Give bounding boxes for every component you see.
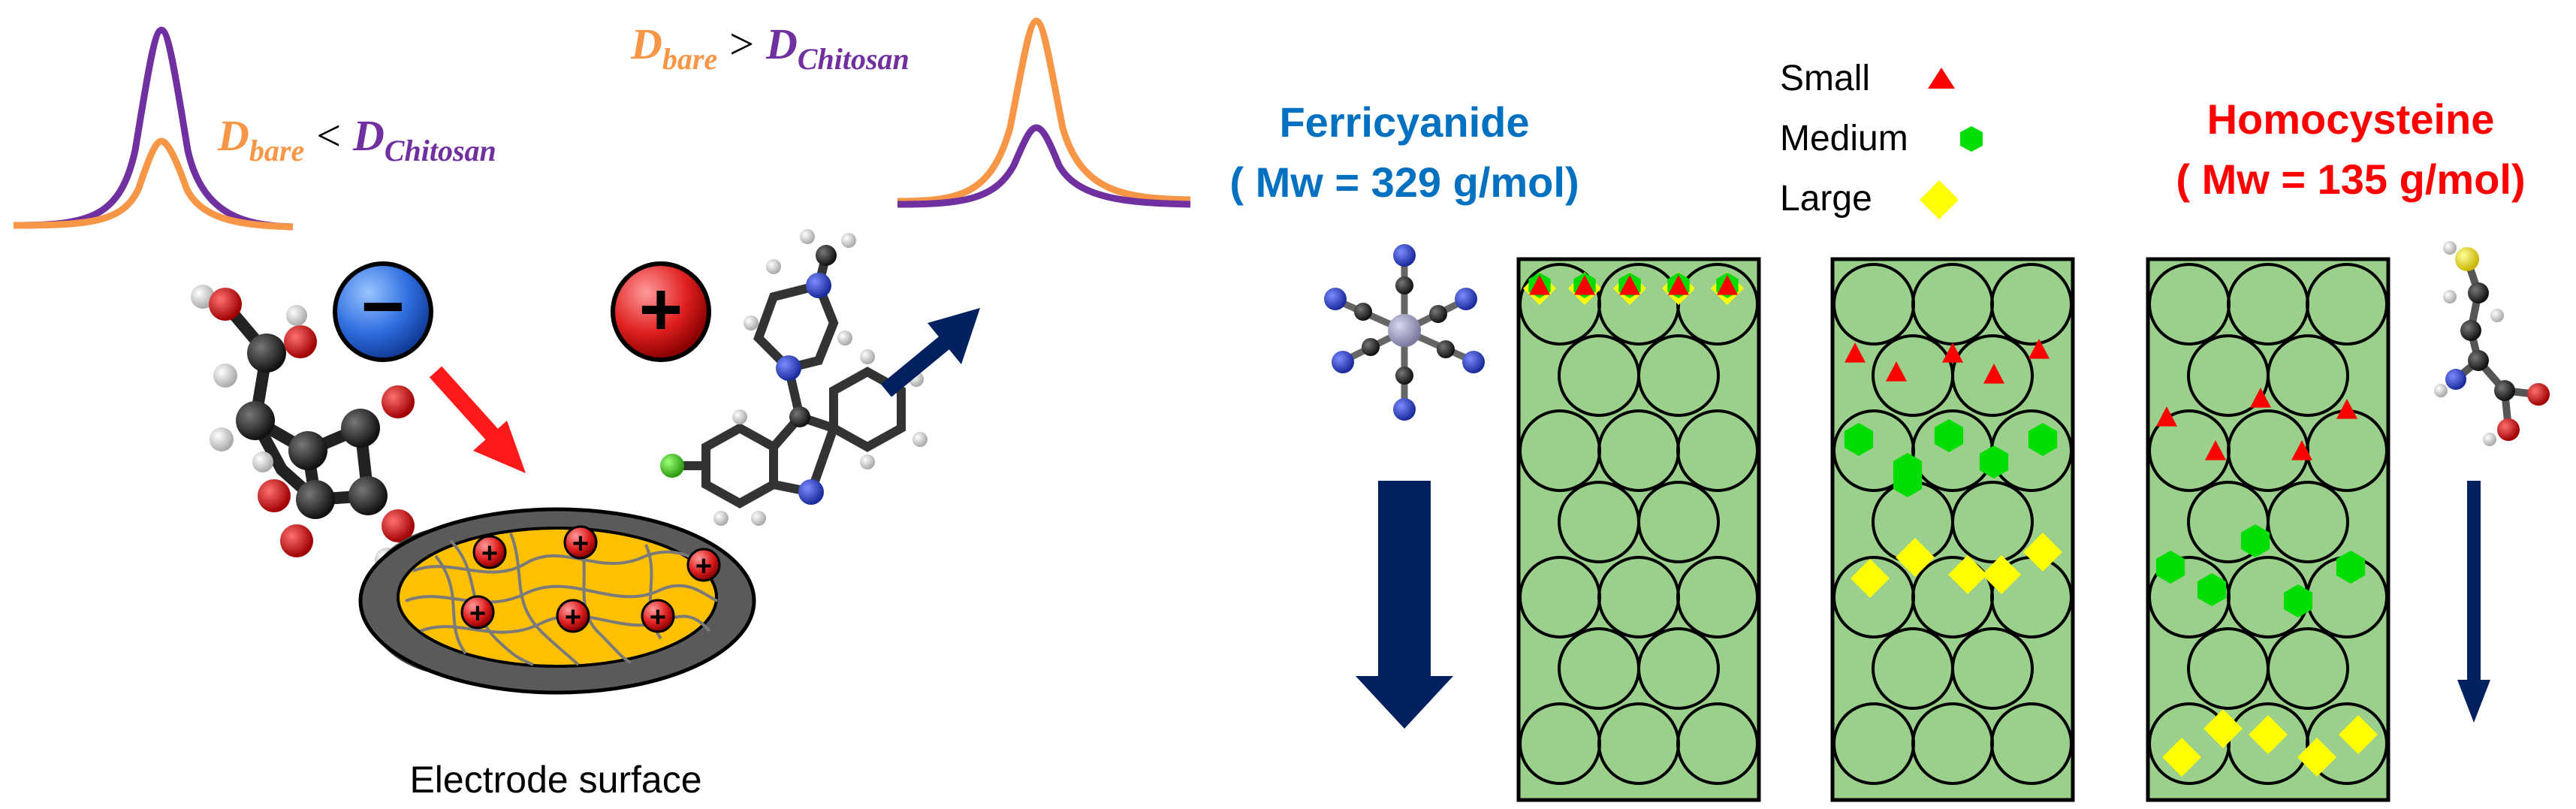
large-molecule-diamond (2297, 738, 2336, 777)
ferricyanide-title: Ferricyanide (1279, 98, 1529, 146)
svg-text:+: + (572, 528, 589, 560)
packing-bead (1951, 627, 2034, 710)
anion-molecule-icon (191, 285, 415, 572)
svg-text:+: + (639, 267, 683, 352)
legend-large-label: Large (1780, 179, 1872, 219)
small-molecule-triangle (1886, 361, 1907, 382)
small-molecule-triangle (1942, 343, 1963, 363)
packing-bead (1951, 334, 2034, 417)
medium-molecule-hexagon (1934, 419, 1964, 452)
purple-peak-curve (897, 124, 1191, 208)
ferricyanide-mw: ( Mw = 329 g/mol) (1229, 158, 1579, 206)
cation-charge-icon: + (611, 261, 711, 362)
small-molecule-triangle (1529, 275, 1550, 295)
medium-molecule-hexagon (2240, 524, 2270, 557)
medium-molecule-hexagon (1844, 423, 1874, 456)
svg-text:+: + (650, 602, 666, 633)
chitosan-mesh (405, 533, 718, 666)
svg-text:−: − (361, 264, 405, 349)
packing-bead (1637, 481, 1720, 563)
peak-plot-right (897, 17, 1191, 208)
positive-charge-markers: + + + + + + (460, 525, 721, 633)
packing-bead (2306, 263, 2388, 346)
electrode-surface-label: Electrode surface (409, 759, 701, 801)
packing-bead (2267, 334, 2349, 417)
large-molecule-diamond (1896, 538, 1935, 577)
packing-bead (2267, 627, 2349, 710)
size-legend: Small Medium Large (1780, 59, 1983, 219)
medium-molecule-hexagon (2028, 423, 2058, 456)
packing-bead (1990, 263, 2073, 346)
small-molecule-triangle (1668, 275, 1689, 295)
column-ferricyanide (1516, 257, 1761, 802)
molecule-size-markers (1523, 272, 2378, 777)
packing-bead (1676, 702, 1759, 785)
large-molecule-diamond (2023, 533, 2062, 572)
medium-molecule-hexagon (1979, 445, 2009, 478)
small-down-arrow-icon (2457, 481, 2490, 723)
navy-arrow-up-icon (881, 308, 980, 397)
packing-bead (1676, 409, 1759, 492)
svg-text:+: + (695, 551, 712, 582)
column-separation-middle (1830, 257, 2075, 802)
peak-plot-left (13, 26, 294, 231)
equation-bare-less-chitosan: Dbare<DChitosan (217, 111, 496, 168)
legend-small-triangle-icon (1928, 68, 1955, 89)
legend-medium-label: Medium (1780, 119, 1908, 158)
packing-bead (2267, 481, 2349, 563)
svg-text:+: + (469, 598, 486, 629)
svg-text:+: + (481, 538, 498, 569)
equation-bare-greater-chitosan: Dbare>DChitosan (630, 20, 909, 76)
medium-molecule-hexagon (2336, 551, 2366, 584)
packing-bead (1951, 481, 2034, 563)
orange-peak-curve (13, 137, 294, 231)
electrode-disc: + + + + + + (358, 507, 756, 695)
legend-medium-hexagon-icon (1960, 126, 1983, 152)
small-molecule-triangle (1983, 364, 2004, 384)
packing-bead (2306, 702, 2388, 785)
small-molecule-triangle (1845, 343, 1866, 363)
column-homocysteine (2146, 257, 2390, 802)
small-molecule-triangle (1574, 275, 1595, 295)
small-molecule-triangle (1619, 275, 1640, 295)
packing-bead (1990, 702, 2073, 785)
small-molecule-triangle (2291, 440, 2312, 460)
large-molecule-diamond (1851, 559, 1890, 598)
purple-peak-curve (13, 26, 294, 231)
large-molecule-diamond (2249, 715, 2288, 754)
medium-molecule-hexagon (2155, 551, 2185, 584)
homocysteine-molecule-icon (2434, 241, 2550, 446)
small-molecule-triangle (2205, 440, 2226, 460)
large-molecule-diamond (1948, 555, 1987, 594)
medium-molecule-hexagon (2197, 573, 2227, 606)
small-molecule-triangle (2250, 388, 2271, 408)
packing-bead (1637, 627, 1720, 710)
orange-peak-curve (897, 17, 1191, 205)
legend-small-label: Small (1780, 59, 1870, 98)
anion-charge-icon: − (333, 261, 433, 362)
medium-molecule-hexagon (2283, 584, 2313, 617)
ferricyanide-molecule-icon (1324, 244, 1485, 421)
red-arrow-down-icon (429, 366, 526, 473)
small-molecule-triangle (2336, 399, 2357, 419)
large-molecule-diamond (2203, 709, 2243, 748)
large-molecule-diamond (2339, 715, 2378, 754)
large-molecule-diamond (1982, 555, 2021, 594)
small-molecule-triangle (2029, 339, 2050, 359)
small-molecule-triangle (2156, 406, 2177, 427)
medium-molecule-hexagon (1893, 464, 1923, 497)
svg-text:+: + (565, 602, 581, 633)
legend-large-diamond-icon (1920, 180, 1959, 219)
small-molecule-triangle (1717, 275, 1738, 295)
large-molecule-diamond (2162, 738, 2201, 777)
homocysteine-mw: ( Mw = 135 g/mol) (2176, 155, 2525, 203)
large-down-arrow-icon (1356, 481, 1453, 729)
packing-bead (1676, 556, 1759, 638)
homocysteine-title: Homocysteine (2207, 95, 2495, 143)
cation-molecule-icon (660, 229, 928, 526)
packing-bead (1637, 334, 1720, 417)
